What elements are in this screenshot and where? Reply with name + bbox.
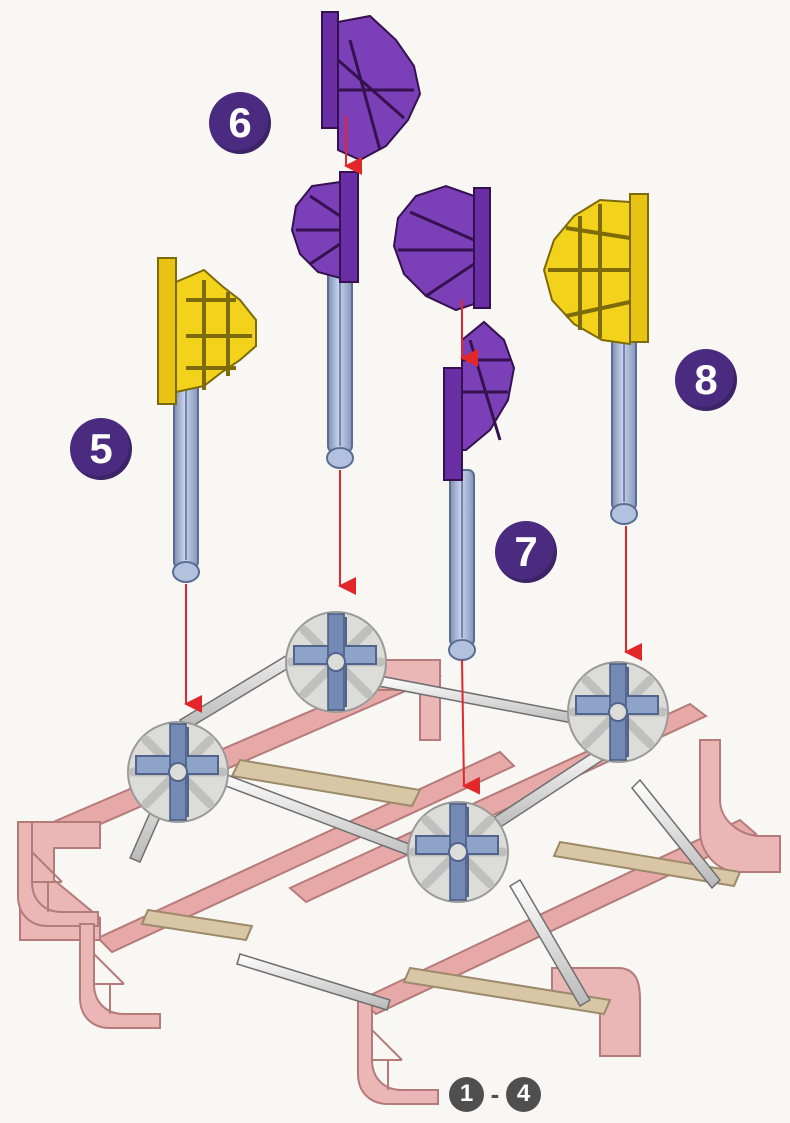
purple-connector-7-upper — [394, 186, 490, 310]
purple-connector-7-lower — [444, 322, 514, 480]
hub-back-left — [286, 612, 386, 712]
step-range-end: 4 — [506, 1077, 541, 1112]
step-range-separator: - — [488, 1079, 502, 1110]
hub-back-right — [568, 662, 668, 762]
rod-6 — [327, 252, 353, 468]
yellow-connector-5 — [158, 258, 256, 404]
hub-front-right — [408, 802, 508, 902]
rod-8 — [611, 330, 637, 524]
step-badge-6: 6 — [209, 92, 271, 154]
step-badge-7: 7 — [495, 521, 557, 583]
purple-connector-6-upper — [322, 12, 420, 160]
hub-front-left — [128, 722, 228, 822]
rod-7 — [449, 470, 475, 660]
step-badge-5: 5 — [70, 418, 132, 480]
previous-steps-indicator: 1 - 4 — [449, 1076, 541, 1112]
step-badge-8: 8 — [675, 349, 737, 411]
yellow-connector-8 — [544, 194, 648, 344]
step-range-start: 1 — [449, 1077, 484, 1112]
purple-connector-6-lower — [292, 172, 358, 282]
rod-5 — [173, 378, 199, 582]
